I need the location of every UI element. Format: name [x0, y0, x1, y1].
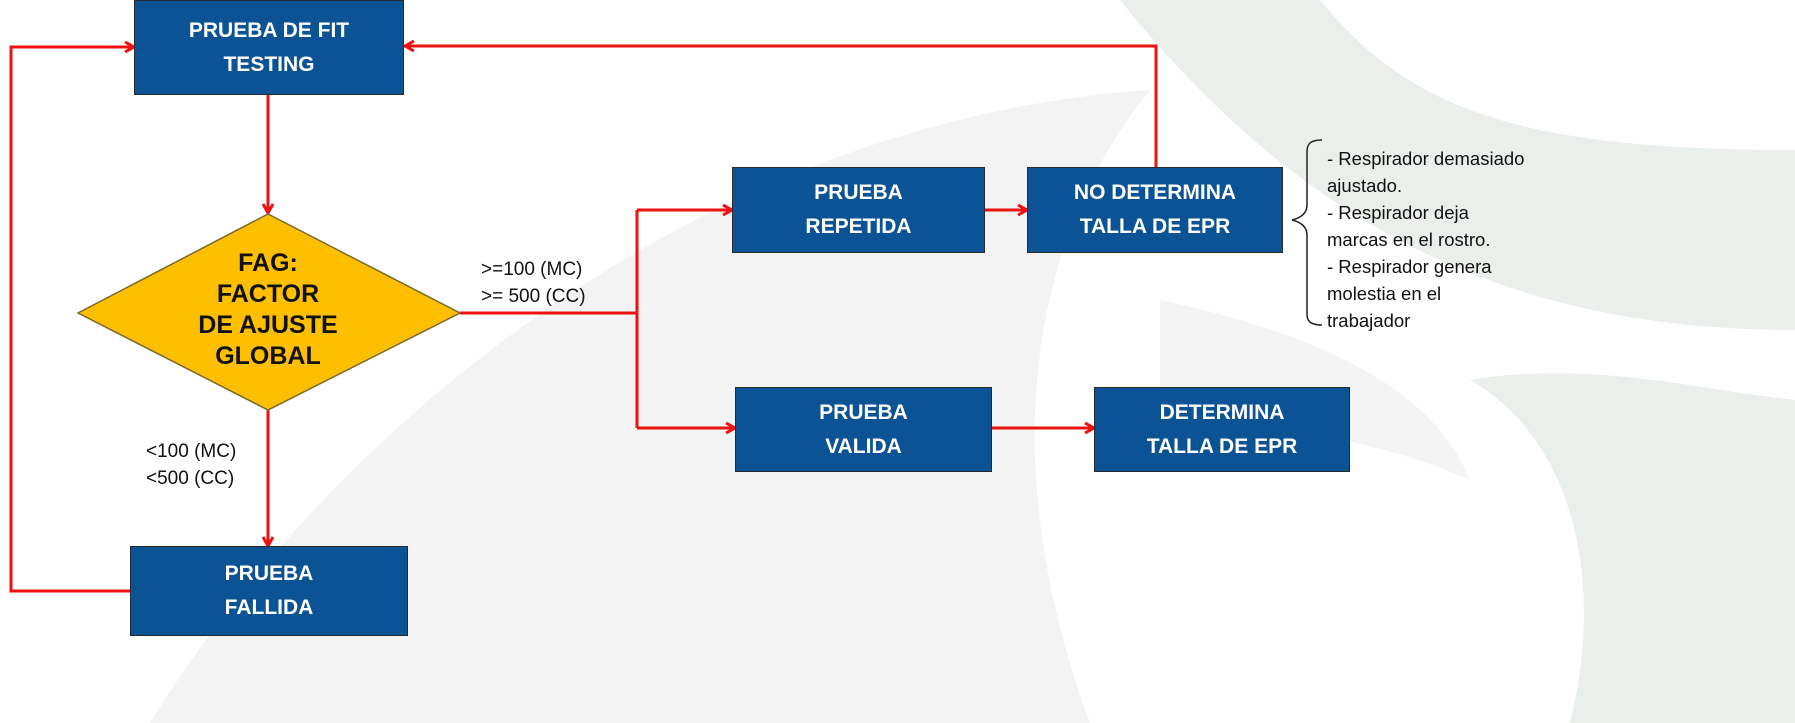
node-prueba-valida-label: PRUEBA VALIDA	[819, 400, 908, 458]
arrow-no-determina-to-fit	[405, 46, 1158, 167]
decision-diamond-label: FAG: FACTOR DE AJUSTE GLOBAL	[198, 249, 338, 370]
note-line: - Respirador demasiado	[1327, 148, 1525, 169]
node-prueba-repetida: PRUEBA REPETIDA	[732, 167, 985, 253]
node-prueba-valida: PRUEBA VALIDA	[735, 387, 992, 472]
note-line: marcas en el rostro.	[1327, 229, 1491, 250]
node-no-determina-talla: NO DETERMINA TALLA DE EPR	[1027, 167, 1283, 253]
node-determina-talla-label: DETERMINA TALLA DE EPR	[1146, 400, 1298, 458]
note-line: - Respirador deja	[1327, 202, 1469, 223]
node-prueba-fallida-label: PRUEBA FALLIDA	[224, 562, 314, 619]
decision-diamond	[76, 213, 462, 411]
arrow-fallida-to-fit	[9, 47, 134, 593]
notes-bracket	[1291, 139, 1323, 326]
note-line: molestia en el	[1327, 283, 1442, 304]
note-line: trabajador	[1327, 310, 1411, 331]
node-determina-talla: DETERMINA TALLA DE EPR	[1094, 387, 1350, 472]
node-prueba-fit-testing: PRUEBA DE FIT TESTING	[134, 0, 404, 95]
node-prueba-fit-testing-label: PRUEBA DE FIT TESTING	[188, 18, 350, 76]
node-prueba-fallida: PRUEBA FALLIDA	[130, 546, 408, 636]
note-line: ajustado.	[1327, 175, 1403, 196]
node-prueba-repetida-label: PRUEBA REPETIDA	[805, 181, 912, 238]
note-line: - Respirador genera	[1327, 256, 1492, 277]
node-no-determina-talla-label: NO DETERMINA TALLA DE EPR	[1073, 181, 1237, 238]
pass-criteria-label: >=100 (MC) >= 500 (CC)	[481, 259, 586, 307]
fail-criteria-label: <100 (MC) <500 (CC)	[146, 441, 237, 489]
rejection-reasons-note: - Respirador demasiado ajustado. - Respi…	[1327, 145, 1524, 334]
